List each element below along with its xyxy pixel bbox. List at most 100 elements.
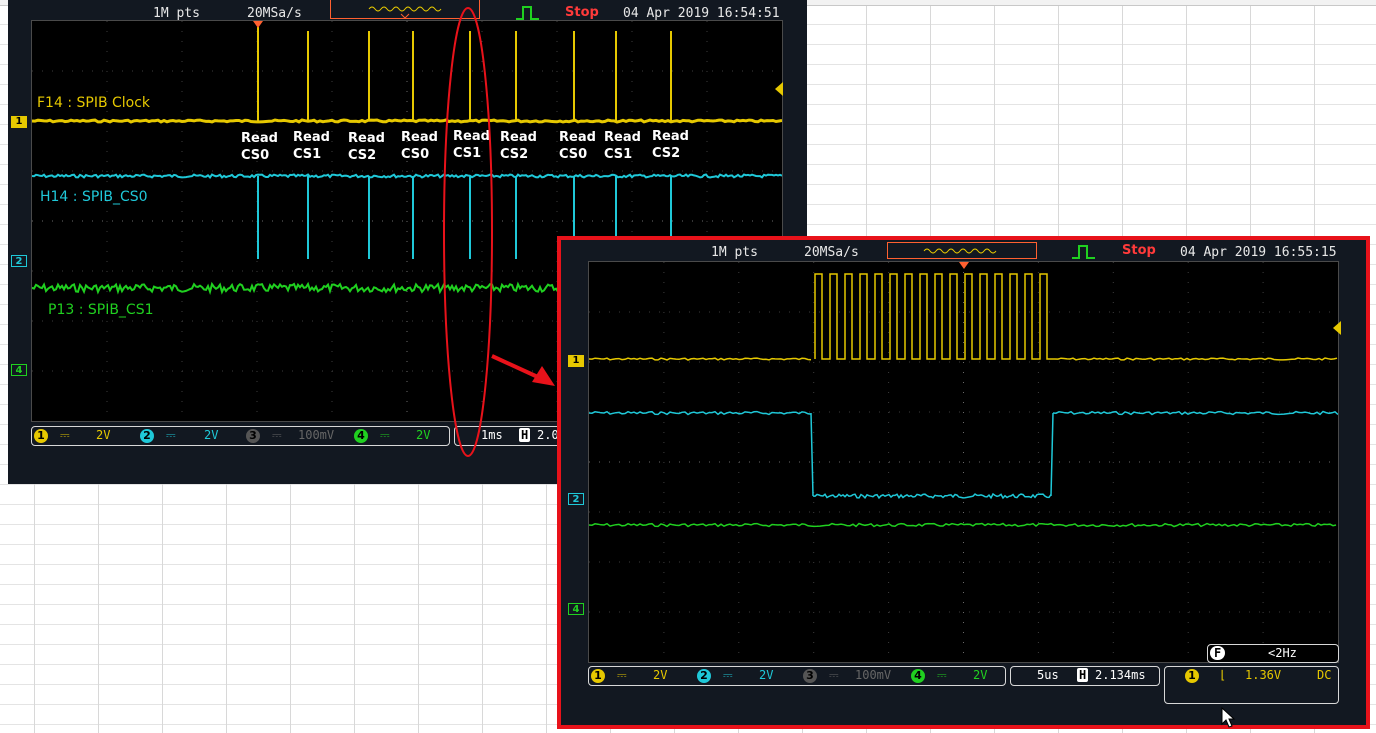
ch2-badge[interactable]: 2 — [140, 429, 154, 443]
channel-status-bar: 1 ⎓ 2V 2 ⎓ 2V 3 ⎓ 100mV 4 ⎓ 2V — [588, 666, 1006, 686]
ch3-scale: 100mV — [855, 668, 892, 682]
horizontal-position-icon: H — [519, 428, 531, 442]
ch3-scale: 100mV — [298, 428, 335, 442]
trigger-point-marker — [253, 21, 263, 28]
read-annotation-op: Read — [453, 129, 490, 144]
waveform-display[interactable] — [588, 261, 1339, 663]
read-annotation-op: Read — [500, 130, 537, 145]
ch1-badge[interactable]: 1 — [591, 669, 605, 683]
ch2-coupling-icon: ⎓ — [166, 428, 176, 442]
read-annotation-target: CS1 — [293, 147, 322, 162]
frequency-counter[interactable]: F <2Hz — [1207, 644, 1339, 663]
read-annotation-target: CS2 — [348, 148, 377, 163]
ch2-scale: 2V — [204, 428, 219, 442]
read-annotation-target: CS0 — [401, 147, 430, 162]
ch1-label: F14 : SPIB Clock — [37, 95, 151, 111]
trigger-source-badge[interactable]: 1 — [1185, 669, 1199, 683]
read-annotation-target: CS1 — [453, 146, 482, 161]
clock-idle-left — [589, 357, 812, 361]
sample-rate: 20MSa/s — [247, 6, 302, 21]
ch4-offset-marker[interactable]: 4 — [568, 603, 584, 615]
read-annotation-op: Read — [401, 130, 438, 145]
trigger-level-marker — [1333, 321, 1341, 335]
ch4-badge[interactable]: 4 — [911, 669, 925, 683]
horizontal-position-icon: H — [1077, 668, 1089, 682]
read-annotation-target: CS0 — [559, 147, 588, 162]
trigger-slope-icon: ⌊ — [1219, 668, 1227, 682]
trigger-position-box — [330, 0, 480, 19]
timebase-value: 5us — [1037, 668, 1059, 682]
clock-idle-right — [1054, 357, 1338, 361]
ch2-badge[interactable]: 2 — [697, 669, 711, 683]
read-annotation-op: Read — [241, 131, 278, 146]
record-length: 1M pts — [711, 245, 758, 260]
horizontal-position: 2.0 — [537, 428, 559, 442]
trigger-position-box — [887, 242, 1037, 259]
clock-burst-trace — [814, 273, 1055, 360]
read-annotation-op: Read — [652, 129, 689, 144]
ch4-coupling-icon: ⎓ — [937, 668, 947, 682]
record-length: 1M pts — [153, 6, 200, 21]
ch2-label: H14 : SPIB_CS0 — [40, 189, 148, 205]
trigger-point-marker — [959, 262, 969, 269]
ch3-badge[interactable]: 3 — [246, 429, 260, 443]
ch2-offset-marker[interactable]: 2 — [11, 255, 27, 267]
frequency-counter-icon: F — [1210, 646, 1226, 660]
timebase-status-bar: 5us H 2.134ms — [1010, 666, 1160, 686]
ch3-badge[interactable]: 3 — [803, 669, 817, 683]
read-annotation-target: CS2 — [500, 147, 529, 162]
trigger-status-bar: 1 ⌊ 1.36V DC — [1164, 666, 1339, 704]
ch4-scale: 2V — [973, 668, 988, 682]
ch4-scale: 2V — [416, 428, 431, 442]
ch4-offset-marker[interactable]: 4 — [11, 364, 27, 376]
timebase-value: 1ms — [481, 428, 503, 442]
mouse-cursor-icon — [1221, 707, 1236, 728]
read-annotation-op: Read — [559, 130, 596, 145]
cs0-high-left — [589, 410, 812, 416]
waveform-canvas — [589, 262, 1338, 662]
ch1-offset-marker[interactable]: 1 — [11, 116, 27, 128]
ch3-coupling-icon: ⎓ — [272, 428, 282, 442]
ch1-scale: 2V — [96, 428, 111, 442]
waveform-overview-icon — [923, 248, 997, 254]
ch4-badge[interactable]: 4 — [354, 429, 368, 443]
scope-capture-zoomed: 1M pts 20MSa/s Stop 04 Apr 2019 16:55:15… — [561, 240, 1366, 725]
trigger-edge-icon — [1072, 245, 1095, 259]
read-annotation-target: CS2 — [652, 146, 681, 161]
acquisition-status: Stop — [565, 5, 599, 20]
cs0-high-right — [1052, 410, 1338, 416]
read-annotation-target: CS0 — [241, 148, 270, 163]
read-annotation-op: Read — [293, 130, 330, 145]
ch1-offset-marker[interactable]: 1 — [568, 355, 584, 367]
waveform-overview-icon — [368, 6, 442, 18]
cs1-trace — [589, 522, 1337, 528]
ch3-label: P13 : SPIB_CS1 — [48, 302, 154, 318]
sample-rate: 20MSa/s — [804, 245, 859, 260]
cs0-trace — [32, 173, 782, 179]
read-annotation-op: Read — [348, 131, 385, 146]
ch2-coupling-icon: ⎓ — [723, 668, 733, 682]
cs0-falling-edge — [810, 412, 814, 497]
timestamp: 04 Apr 2019 16:55:15 — [1180, 245, 1337, 260]
horizontal-position: 2.134ms — [1095, 668, 1146, 682]
channel-status-bar: 1 ⎓ 2V 2 ⎓ 2V 3 ⎓ 100mV 4 ⎓ 2V — [31, 426, 450, 446]
ch2-offset-marker[interactable]: 2 — [568, 493, 584, 505]
cs0-low — [812, 492, 1052, 500]
ch4-coupling-icon: ⎓ — [380, 428, 390, 442]
cs0-rising-edge — [1050, 412, 1054, 497]
clock-trace — [32, 118, 782, 124]
acquisition-status: Stop — [1122, 243, 1156, 258]
ch3-coupling-icon: ⎓ — [829, 668, 839, 682]
ch1-scale: 2V — [653, 668, 668, 682]
ch1-coupling-icon: ⎓ — [617, 668, 627, 682]
trigger-level: 1.36V — [1245, 668, 1282, 682]
ch1-badge[interactable]: 1 — [34, 429, 48, 443]
ch2-scale: 2V — [759, 668, 774, 682]
